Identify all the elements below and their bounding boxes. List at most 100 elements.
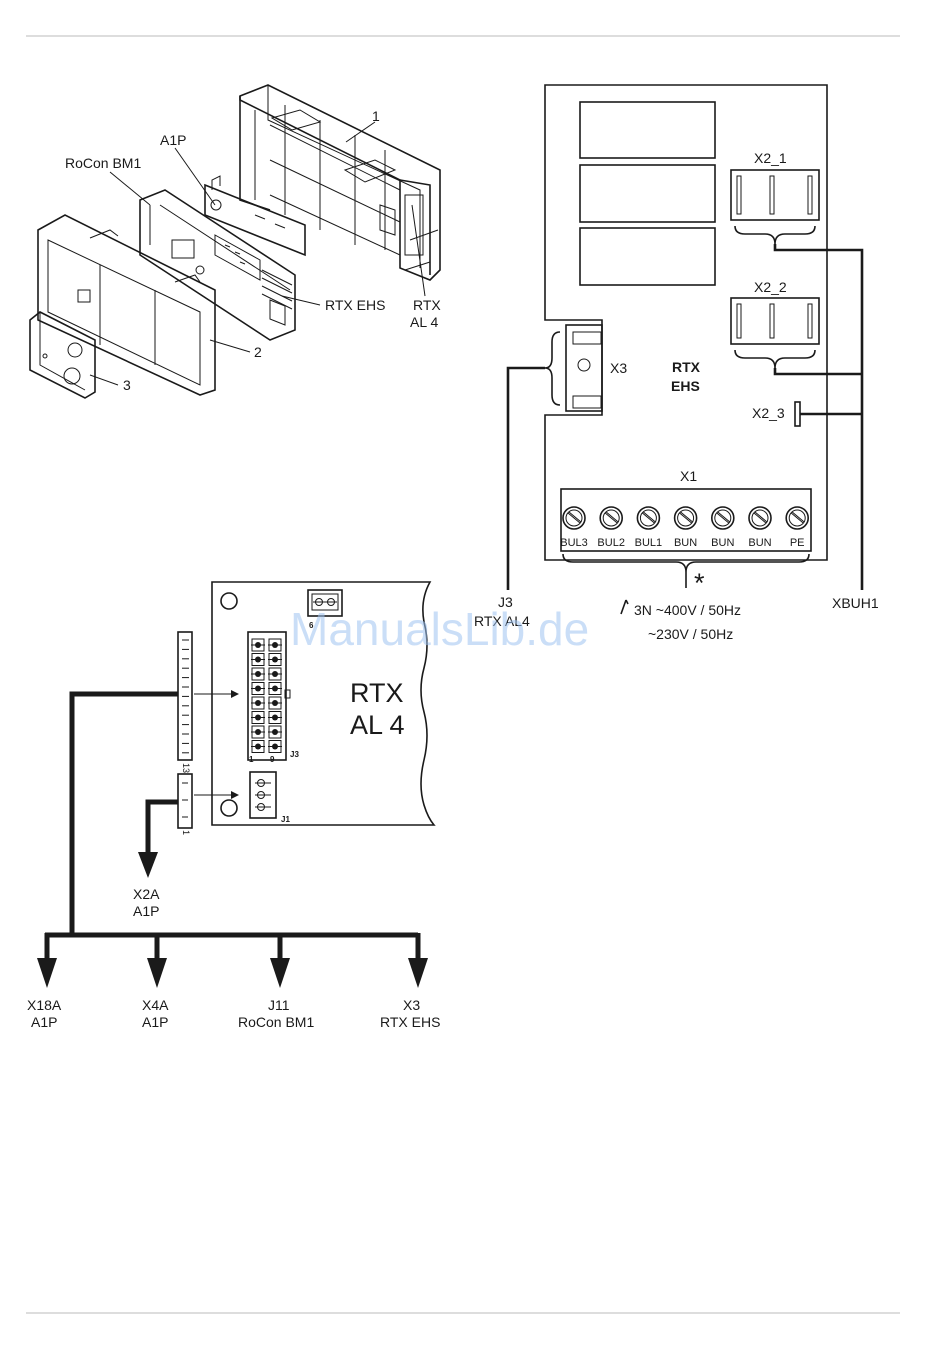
arrowhead-x18a <box>37 958 57 988</box>
label-x4a: X4A <box>142 997 169 1013</box>
j3-pin <box>251 712 265 724</box>
arrowhead-x2a <box>138 852 158 878</box>
label-part-1: 1 <box>372 108 380 124</box>
label-j11-rocon: RoCon BM1 <box>238 1014 314 1030</box>
supply-230v: ~230V / 50Hz <box>648 626 733 642</box>
terminal-bun-5: BUN <box>711 507 734 549</box>
j3-pin <box>251 726 265 738</box>
wire-j3-rtx-al4 <box>508 368 545 590</box>
connector-x2-1 <box>731 170 819 244</box>
j3-pin <box>268 726 282 738</box>
watermark: ManualsLib.de <box>290 603 589 655</box>
terminal-label: BUL3 <box>560 537 588 549</box>
label-part-2: 2 <box>254 344 262 360</box>
terminal-label: BUN <box>711 537 734 549</box>
terminal-label: BUN <box>748 537 771 549</box>
terminal-row: BUL3 BUL2 BUL1 BUN BUN BUN PE <box>560 507 808 549</box>
connector-x2-2 <box>731 298 819 368</box>
front-cover-part <box>38 215 215 395</box>
wire-xbuh1 <box>775 244 862 590</box>
supply-symbol <box>621 600 628 614</box>
j3-pin <box>268 683 282 695</box>
terminal-bul2-2: BUL2 <box>597 507 625 549</box>
terminal-label: BUN <box>674 537 697 549</box>
label-x1: X1 <box>680 468 697 484</box>
supply-3n-400v: 3N ~400V / 50Hz <box>634 602 741 618</box>
label-rtx-al4-line1: RTX <box>413 297 441 313</box>
label-plug-1: 1 <box>181 830 191 835</box>
label-x18a: X18A <box>27 997 62 1013</box>
exploded-view: 1 A1P RoCon BM1 RTX EHS RTX AL 4 2 3 <box>30 85 441 398</box>
j3-pin <box>251 639 265 651</box>
j3-pin <box>251 741 265 753</box>
label-x2a: X2A <box>133 886 160 902</box>
bus-x2a <box>148 802 178 852</box>
j3-pin <box>268 712 282 724</box>
label-j11: J11 <box>268 997 290 1013</box>
rtx-al4-title-line2: AL 4 <box>350 710 405 740</box>
terminal-label: PE <box>790 537 805 549</box>
label-j3-pin-9: 9 <box>270 755 275 764</box>
j3-pin <box>268 741 282 753</box>
connector-j1 <box>250 772 276 818</box>
terminal-bun-6: BUN <box>748 507 771 549</box>
j3-pin <box>268 639 282 651</box>
relay-3 <box>580 228 715 285</box>
mount-hole-bottom <box>221 800 237 816</box>
label-x4a-a1p: A1P <box>142 1014 168 1030</box>
housing-part <box>240 85 440 280</box>
relay-2 <box>580 165 715 222</box>
label-x3: X3 <box>610 360 627 376</box>
label-connector-j3: J3 <box>290 750 299 759</box>
label-connector-j1: J1 <box>281 815 290 824</box>
arrowhead-x3 <box>408 958 428 988</box>
label-a1p: A1P <box>160 132 186 148</box>
rtx-ehs-title-line2: EHS <box>671 378 700 394</box>
rtx-ehs-title-line1: RTX <box>672 359 701 375</box>
mount-hole-top <box>221 593 237 609</box>
j3-pin <box>268 668 282 680</box>
j3-pin <box>251 697 265 709</box>
bus-wiring: X2A A1P X18A A1P X4A A1P J11 RoCon BM1 X… <box>27 694 440 1030</box>
connector-x3 <box>545 325 602 411</box>
rtx-al4-title-line1: RTX <box>350 678 404 708</box>
label-x3-rtx-ehs: RTX EHS <box>380 1014 440 1030</box>
label-rtx-ehs: RTX EHS <box>325 297 385 313</box>
label-x2-2: X2_2 <box>754 279 787 295</box>
label-x2-3: X2_3 <box>752 405 785 421</box>
terminal-bul1-3: BUL1 <box>635 507 663 549</box>
connector-x2-3 <box>795 402 800 426</box>
asterisk-mark: * <box>694 568 705 598</box>
label-xbuh1: XBUH1 <box>832 595 879 611</box>
plug-j1 <box>178 774 192 828</box>
label-plug-13: 13 <box>181 763 191 773</box>
label-x18a-a1p: A1P <box>31 1014 57 1030</box>
label-x2a-a1p: A1P <box>133 903 159 919</box>
label-x3-target: X3 <box>403 997 420 1013</box>
j3-pin <box>268 654 282 666</box>
label-j3-pin-1: 1 <box>249 755 254 764</box>
j3-pin-grid <box>251 639 282 753</box>
bus-main <box>72 694 178 935</box>
arrowhead-j11 <box>270 958 290 988</box>
terminal-label: BUL2 <box>597 537 625 549</box>
label-part-3: 3 <box>123 377 131 393</box>
label-rtx-al4-line2: AL 4 <box>410 314 438 330</box>
label-x2-1: X2_1 <box>754 150 787 166</box>
bracket-x1 <box>563 554 809 572</box>
label-rocon-bm1: RoCon BM1 <box>65 155 141 171</box>
j3-pin <box>268 697 282 709</box>
j3-pin <box>251 668 265 680</box>
terminal-bun-4: BUN <box>674 507 697 549</box>
control-element-part <box>30 312 95 398</box>
j3-pin <box>251 683 265 695</box>
arrowhead-x4a <box>147 958 167 988</box>
relay-1 <box>580 102 715 158</box>
j3-pin <box>251 654 265 666</box>
plug-j3-ticks <box>182 640 189 753</box>
terminal-bul3-1: BUL3 <box>560 507 588 549</box>
terminal-pe-7: PE <box>786 507 808 549</box>
terminal-label: BUL1 <box>635 537 663 549</box>
